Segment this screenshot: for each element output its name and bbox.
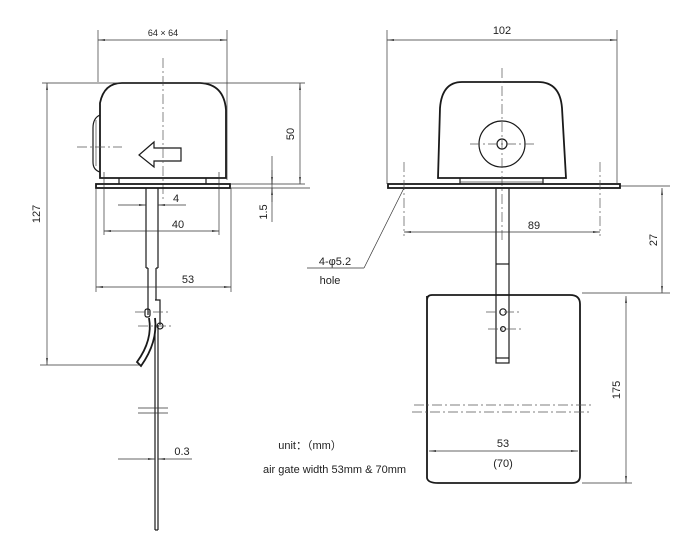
mounting-plate-front [387,183,621,189]
dim-hole-spacing: 89 [528,220,540,232]
dim-overall-width: 102 [493,25,511,37]
notes: unit：（mm） air gate width 53mm & 70mm [263,439,406,476]
dim-top-width: 64 × 64 [148,28,178,38]
dim-plate-thickness: 1.5 [258,204,270,219]
dim-bracket-width: 53 [182,274,194,286]
housing-outline-front [437,81,567,179]
air-gate-note: air gate width 53mm & 70mm [263,464,406,476]
curved-blade [135,317,157,368]
dim-blade-thickness: 0.3 [174,446,189,458]
side-knob [92,114,101,173]
dim-stem-width: 4 [173,193,179,205]
dim-inner-width: 40 [172,219,184,231]
dim-height: 50 [285,128,297,140]
hole-callout: 4-φ5.2 hole [307,187,405,287]
hole-label: hole [320,275,341,287]
paddle-blade [426,294,581,484]
stem [495,187,510,364]
unit-note: unit：（mm） [278,439,342,452]
dim-stem-length: 27 [648,234,660,246]
dim-paddle-width: 53 [497,438,509,450]
left-side-view: 64 × 64 50 127 1.5 4 40 53 0.3 [31,28,310,531]
mounting-plate [95,183,231,189]
break-lines [412,404,592,413]
dim-paddle-height: 175 [611,381,623,399]
dim-paddle-width-alt: (70) [493,458,513,470]
front-view: 102 89 27 175 53 (70) 4-φ5.2 hole [307,25,670,484]
hole-spec: 4-φ5.2 [319,256,351,268]
dim-overall-height: 127 [31,205,43,223]
direction-arrow-icon [138,140,182,169]
